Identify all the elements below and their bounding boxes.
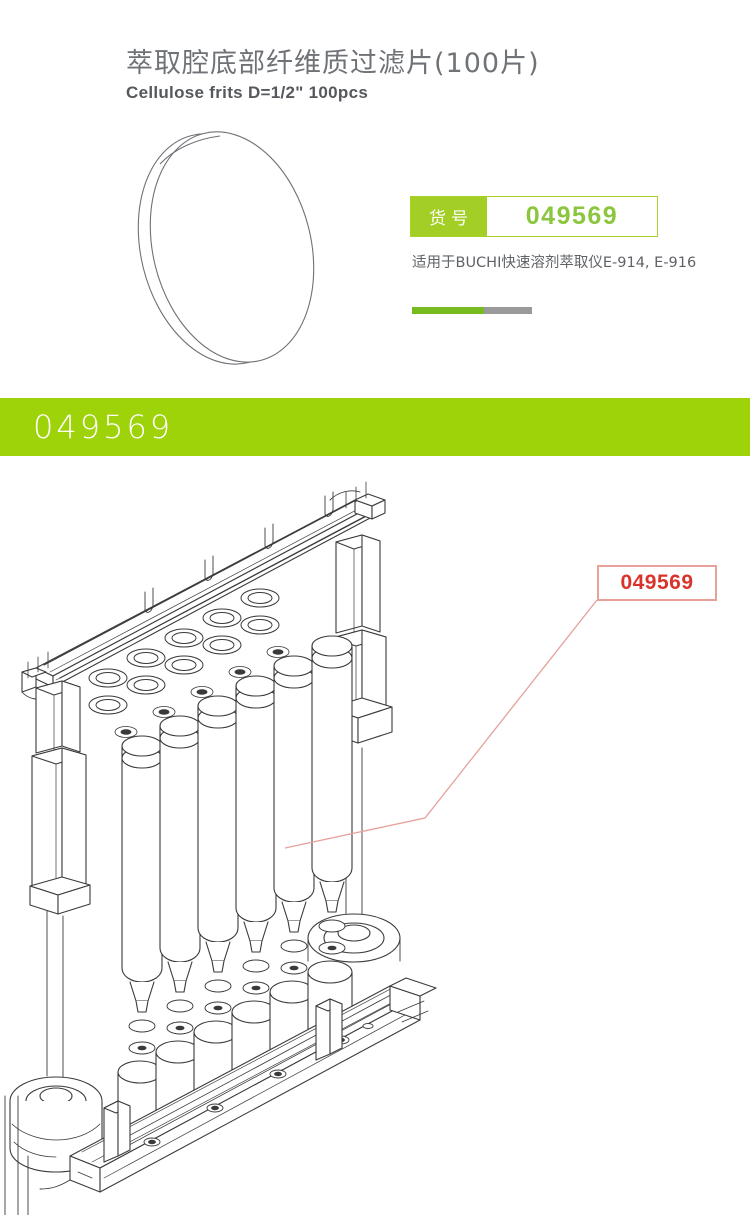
callout-box: 049569 bbox=[597, 565, 717, 601]
progress-bar-track bbox=[412, 307, 532, 314]
page-subtitle: Cellulose frits D=1/2" 100pcs bbox=[126, 83, 369, 102]
progress-bar-fill bbox=[412, 307, 484, 314]
callout-code-label: 049569 bbox=[620, 571, 694, 594]
filter-disc-illustration bbox=[104, 115, 354, 380]
sku-value: 049569 bbox=[525, 202, 619, 230]
banner-code-label: 049569 bbox=[33, 408, 174, 446]
sku-badge: 货号 049569 bbox=[410, 196, 658, 237]
sku-banner: 049569 bbox=[0, 398, 750, 456]
page-title: 萃取腔底部纤维质过滤片(100片) bbox=[126, 48, 540, 79]
product-header: 萃取腔底部纤维质过滤片(100片) Cellulose frits D=1/2"… bbox=[0, 0, 750, 380]
compatibility-description: 适用于BUCHI快速溶剂萃取仪E-914, E-916 bbox=[412, 255, 697, 271]
sku-label: 货号 bbox=[411, 197, 487, 236]
